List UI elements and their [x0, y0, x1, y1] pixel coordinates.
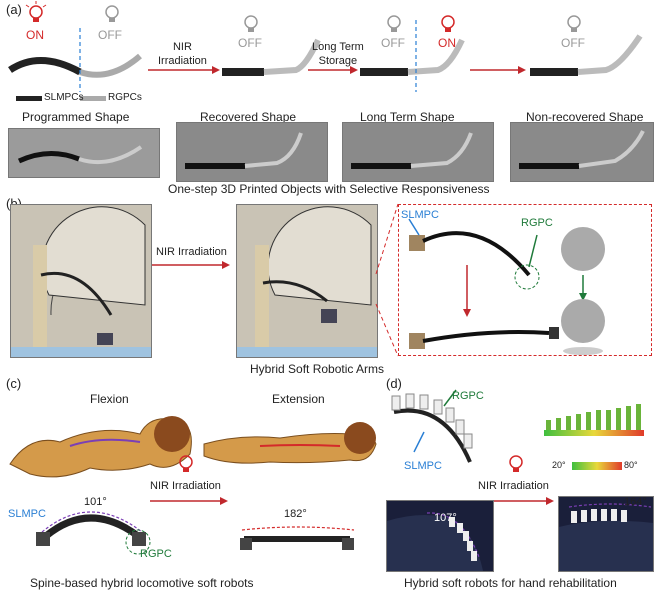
- bulb-on-icon: [441, 15, 455, 32]
- panel-d-arrow-label: NIR Irradiation: [478, 480, 549, 492]
- off-label: OFF: [238, 36, 262, 50]
- bulb-off-icon: [567, 15, 581, 32]
- color-scale: [572, 462, 622, 470]
- panel-b-arrow-label: NIR Irradiation: [156, 246, 227, 258]
- zoom-lines: [375, 203, 399, 357]
- flexion-label: Flexion: [90, 392, 129, 406]
- photo-recovered: [176, 122, 328, 182]
- angle-hand-2: 164°: [624, 496, 647, 508]
- bulb-on-icon: [509, 455, 523, 472]
- zoom-rgpc-label: RGPC: [521, 217, 553, 229]
- panel-b-arrow: [152, 261, 230, 269]
- bulb-off-icon: [244, 15, 258, 32]
- caption-nonrecovered: Non-recovered Shape: [526, 110, 644, 124]
- scale-max: 80°: [624, 460, 638, 470]
- legend-rgpc: RGPCs: [108, 92, 142, 103]
- bulb-off-icon: [105, 5, 119, 22]
- zoom-box: SLMPC RGPC: [398, 204, 652, 356]
- hand-robot-schematic: [391, 389, 473, 463]
- panel-d-label: (d): [386, 376, 402, 391]
- lion-flexion: [9, 416, 192, 478]
- robot-flexion: [36, 511, 151, 555]
- bulb-off-icon: [387, 15, 401, 32]
- hand-slmpc-label: SLMPC: [404, 460, 442, 472]
- angle-extension: 182°: [284, 508, 307, 520]
- panel-a-strips: [8, 20, 643, 101]
- caption-programmed: Programmed Shape: [22, 110, 130, 124]
- panel-a-footer: One-step 3D Printed Objects with Selecti…: [168, 182, 490, 196]
- thermal-comb: [544, 404, 644, 436]
- rgpc-strip: [79, 53, 142, 78]
- photo-programmed: [8, 128, 160, 178]
- scale-min: 20°: [552, 460, 566, 470]
- robot-slmpc-label: SLMPC: [8, 508, 46, 520]
- on-label: ON: [26, 28, 44, 42]
- bulb-on-icon: [25, 1, 47, 22]
- photo-hand-extended: [558, 496, 654, 572]
- slmpc-strip: [8, 57, 82, 76]
- panel-c-arrow: [150, 497, 228, 505]
- on-label: ON: [438, 36, 456, 50]
- hand-rgpc-label: RGPC: [452, 390, 484, 402]
- robot-rgpc-label: RGPC: [140, 548, 172, 560]
- panel-b-footer: Hybrid Soft Robotic Arms: [250, 362, 385, 376]
- off-label: OFF: [98, 28, 122, 42]
- caption-recovered: Recovered Shape: [200, 110, 297, 124]
- arrow-2-label: Long Term Storage: [312, 41, 364, 67]
- panel-c-label: (c): [6, 376, 22, 391]
- legend-slmpc: SLMPCs: [44, 92, 84, 103]
- photo-arm-before: [10, 204, 152, 358]
- photo-nonrecovered: [510, 122, 654, 182]
- angle-hand-1: 107°: [434, 512, 457, 524]
- angle-flexion: 101°: [84, 496, 107, 508]
- photo-hand-flexed: [386, 500, 494, 572]
- photo-longterm: [342, 122, 494, 182]
- panel-a-label: (a): [6, 2, 22, 17]
- lion-extension: [203, 422, 377, 464]
- caption-longterm: Long Term Shape: [360, 110, 455, 124]
- panel-d-footer: Hybrid soft robots for hand rehabilitati…: [404, 576, 617, 590]
- bulb-on-icon: [179, 455, 193, 472]
- panel-c-arrow-label: NIR Irradiation: [150, 480, 221, 492]
- off-label: OFF: [561, 36, 585, 50]
- arrow-1-label: NIR Irradiation: [158, 41, 207, 67]
- off-label: OFF: [381, 36, 405, 50]
- robot-extension: [240, 526, 355, 550]
- photo-arm-after: [236, 204, 378, 358]
- zoom-slmpc-label: SLMPC: [401, 209, 439, 221]
- panel-c-footer: Spine-based hybrid locomotive soft robot…: [30, 576, 254, 590]
- extension-label: Extension: [272, 392, 325, 406]
